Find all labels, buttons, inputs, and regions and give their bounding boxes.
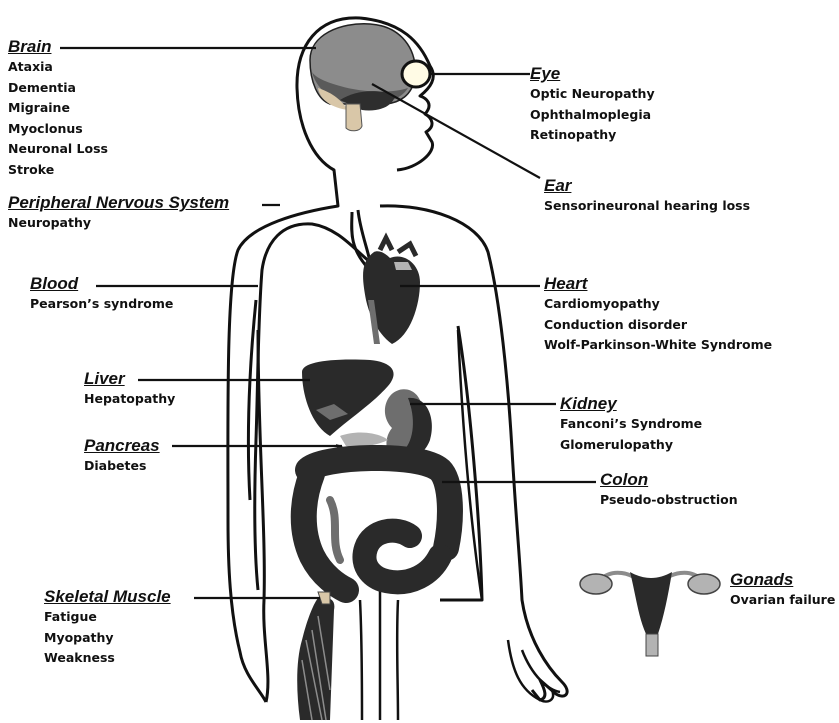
skeletal-item: Weakness — [44, 648, 171, 669]
colon-illustration — [304, 458, 450, 590]
kidney-label: Kidney Fanconi’s Syndrome Glomerulopathy — [560, 394, 702, 455]
eye-title: Eye — [530, 64, 655, 84]
gonads-label: Gonads Ovarian failure — [730, 570, 835, 611]
pancreas-title: Pancreas — [84, 436, 160, 456]
pancreas-item: Diabetes — [84, 456, 160, 477]
heart-illustration — [363, 238, 420, 344]
blood-item: Pearson’s syndrome — [30, 294, 173, 315]
arm-line — [458, 330, 482, 600]
blood-title: Blood — [30, 274, 173, 294]
ear-title: Ear — [544, 176, 750, 196]
brain-illustration — [310, 24, 415, 131]
skeletal-label: Skeletal Muscle Fatigue Myopathy Weaknes… — [44, 587, 171, 669]
kidney-title: Kidney — [560, 394, 702, 414]
skeletal-item: Fatigue — [44, 607, 171, 628]
colon-label: Colon Pseudo-obstruction — [600, 470, 738, 511]
brain-item: Stroke — [8, 160, 108, 181]
eye-label: Eye Optic Neuropathy Ophthalmoplegia Ret… — [530, 64, 655, 146]
brain-item: Ataxia — [8, 57, 108, 78]
heart-label: Heart Cardiomyopathy Conduction disorder… — [544, 274, 772, 356]
eye-item: Optic Neuropathy — [530, 84, 655, 105]
brain-label: Brain Ataxia Dementia Migraine Myoclonus… — [8, 37, 108, 180]
gonads-item: Ovarian failure — [730, 590, 835, 611]
ear-item: Sensorineuronal hearing loss — [544, 196, 750, 217]
skeletal-title: Skeletal Muscle — [44, 587, 171, 607]
body-outline — [228, 18, 567, 702]
pns-label: Peripheral Nervous System Neuropathy — [8, 193, 229, 234]
brain-item: Migraine — [8, 98, 108, 119]
ear-label: Ear Sensorineuronal hearing loss — [544, 176, 750, 217]
skeletal-muscle-illustration — [297, 592, 334, 720]
pns-title: Peripheral Nervous System — [8, 193, 229, 213]
liver-title: Liver — [84, 369, 175, 389]
heart-item: Wolf-Parkinson-White Syndrome — [544, 335, 772, 356]
brain-title: Brain — [8, 37, 108, 57]
eye-item: Retinopathy — [530, 125, 655, 146]
brain-item: Dementia — [8, 78, 108, 99]
heart-item: Cardiomyopathy — [544, 294, 772, 315]
liver-illustration — [302, 360, 394, 437]
eye-item: Ophthalmoplegia — [530, 105, 655, 126]
colon-title: Colon — [600, 470, 738, 490]
brain-item: Neuronal Loss — [8, 139, 108, 160]
liver-label: Liver Hepatopathy — [84, 369, 175, 410]
brain-item: Myoclonus — [8, 119, 108, 140]
ear-connector — [372, 84, 540, 178]
gonads-illustration — [580, 572, 720, 656]
blood-label: Blood Pearson’s syndrome — [30, 274, 173, 315]
leg-inner — [360, 590, 398, 720]
heart-title: Heart — [544, 274, 772, 294]
liver-item: Hepatopathy — [84, 389, 175, 410]
colon-item: Pseudo-obstruction — [600, 490, 738, 511]
gonads-title: Gonads — [730, 570, 835, 590]
heart-item: Conduction disorder — [544, 315, 772, 336]
kidney-item: Fanconi’s Syndrome — [560, 414, 702, 435]
pns-item: Neuropathy — [8, 213, 229, 234]
kidney-item: Glomerulopathy — [560, 435, 702, 456]
pancreas-label: Pancreas Diabetes — [84, 436, 160, 477]
skeletal-item: Myopathy — [44, 628, 171, 649]
eye-illustration — [402, 61, 430, 87]
